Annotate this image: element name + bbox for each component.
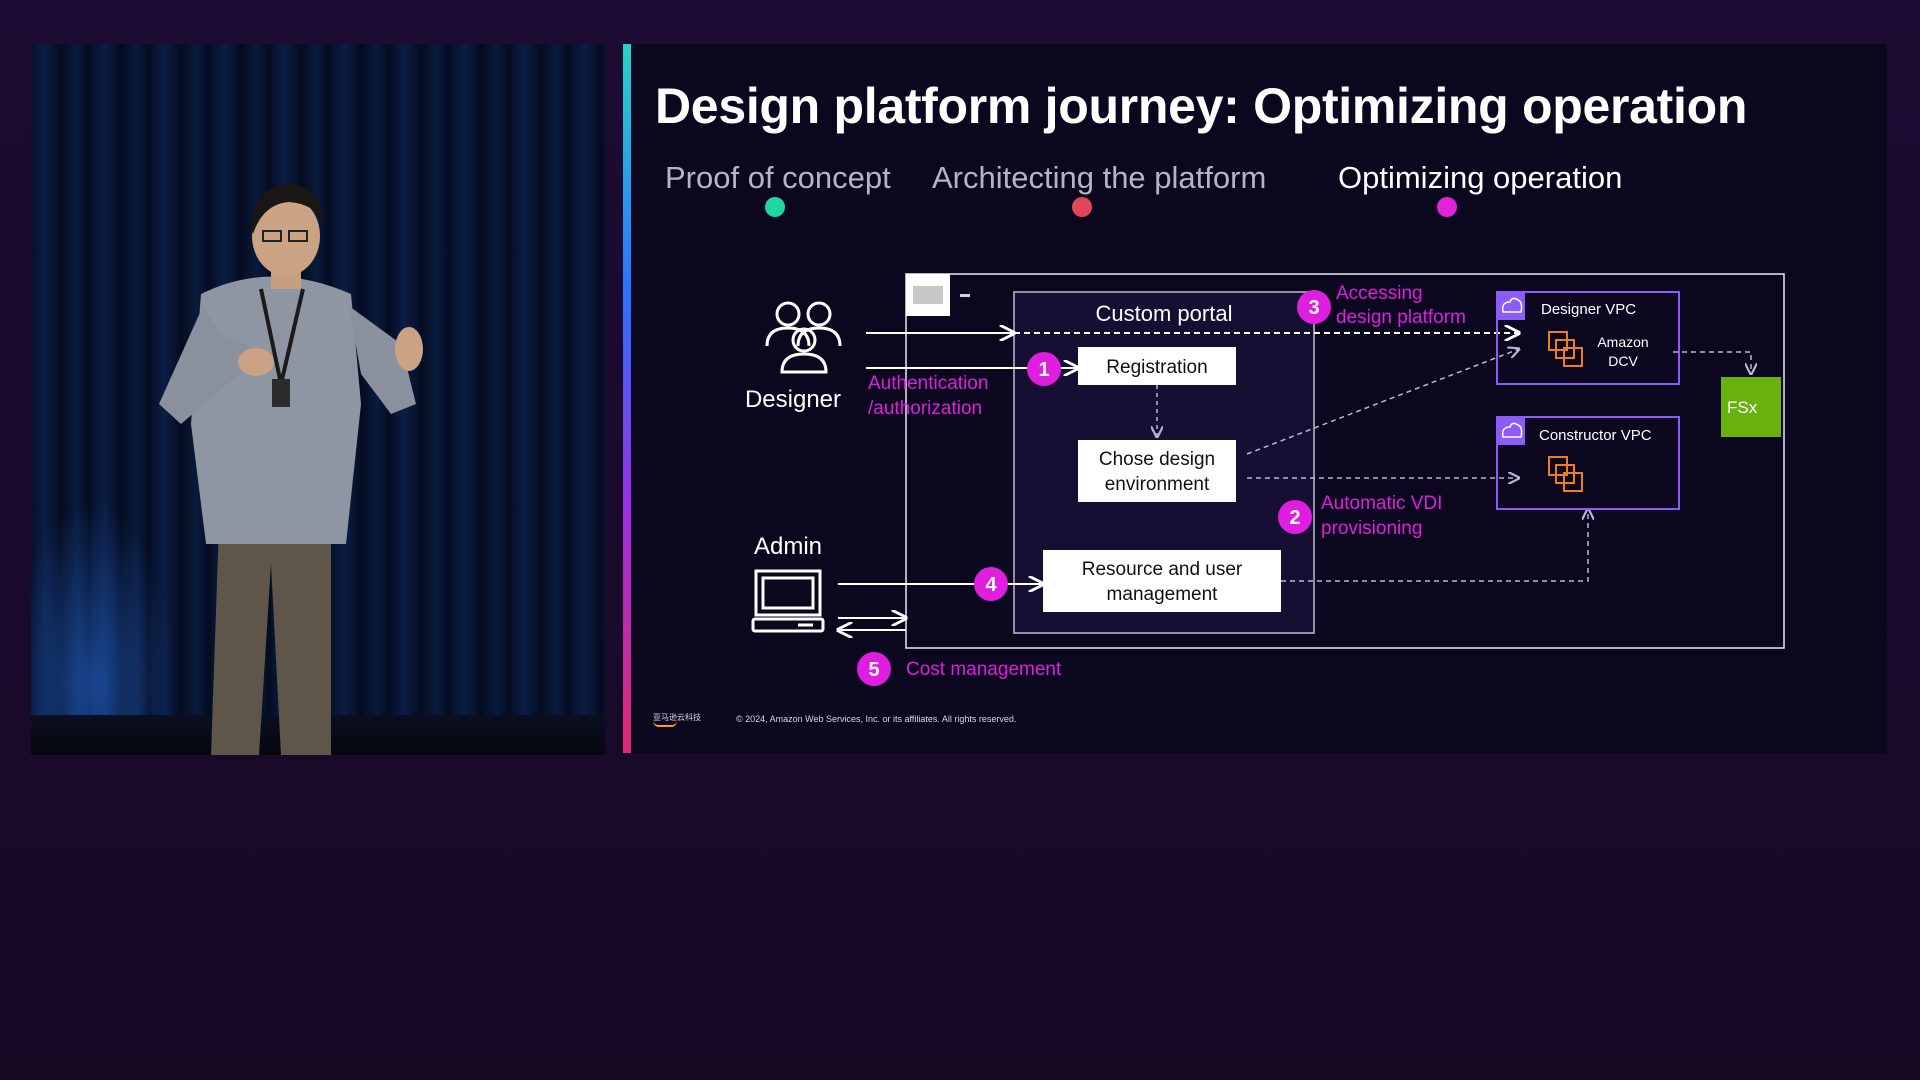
resource-line2: management xyxy=(1107,584,1219,605)
custom-portal-title: Custom portal xyxy=(1096,301,1233,326)
vdi-label-line1: Automatic VDI xyxy=(1321,493,1442,514)
ec2-instances-icon xyxy=(1548,456,1583,492)
presentation-slide: Design platform journey: Optimizing oper… xyxy=(623,44,1887,753)
step-badge-3: 3 xyxy=(1297,290,1331,324)
dcv-line1: Amazon xyxy=(1597,334,1648,350)
designer-vpc-box xyxy=(1496,291,1680,385)
constructor-vpc-label: Constructor VPC xyxy=(1539,427,1652,444)
phase-architecting-platform: Architecting the platform xyxy=(932,160,1267,195)
designer-label: Designer xyxy=(745,386,841,413)
step-badge-5: 5 xyxy=(857,652,891,686)
cloud-lock-icon xyxy=(1497,292,1525,320)
ec2-instances-icon xyxy=(1548,331,1583,367)
auth-label-line2: /authorization xyxy=(868,398,982,419)
aws-logo-icon: 亚马逊云科技 xyxy=(653,712,701,727)
registration-label: Registration xyxy=(1106,357,1207,378)
auth-label-line1: Authentication xyxy=(868,373,988,394)
step-badge-2: 2 xyxy=(1278,500,1312,534)
slide-accent-edge xyxy=(623,44,631,753)
cloud-lock-icon xyxy=(1497,417,1525,445)
cloud-boundary-box xyxy=(905,273,1785,649)
constructor-vpc-box xyxy=(1496,416,1680,510)
timeline-dot-optimizing xyxy=(1437,197,1457,217)
fsx-label: FSx xyxy=(1727,398,1758,417)
users-icon xyxy=(765,301,842,374)
step-badge-1: 1 xyxy=(1027,352,1061,386)
vdi-label-line2: provisioning xyxy=(1321,518,1422,539)
slide-title: Design platform journey: Optimizing oper… xyxy=(655,78,1748,134)
step-badge-4: 4 xyxy=(974,567,1008,601)
registration-box xyxy=(1078,347,1236,385)
svg-text:5: 5 xyxy=(868,659,879,681)
chose-design-line1: Chose design xyxy=(1099,449,1215,470)
resource-management-box xyxy=(1043,550,1281,612)
architecture-diagram: ▬ Custom portal Registration Chose desig… xyxy=(633,197,1887,686)
chose-design-box xyxy=(1078,440,1236,502)
speaker-figure xyxy=(159,184,423,755)
resource-line1: Resource and user xyxy=(1082,559,1243,580)
svg-text:3: 3 xyxy=(1308,297,1319,319)
svg-text:1: 1 xyxy=(1038,359,1049,381)
chose-design-line2: environment xyxy=(1105,474,1210,495)
fsx-icon xyxy=(1721,377,1781,437)
phase-optimizing-operation: Optimizing operation xyxy=(1338,160,1623,195)
copyright-text: © 2024, Amazon Web Services, Inc. or its… xyxy=(736,714,1017,724)
svg-text:2: 2 xyxy=(1289,507,1300,529)
speaker-video xyxy=(31,44,605,755)
dcv-line2: DCV xyxy=(1608,353,1638,369)
timeline-dot-poc xyxy=(765,197,785,217)
timeline-dot-architecting xyxy=(1072,197,1092,217)
aws-tag-mark: ▬ xyxy=(960,289,970,300)
access-label-line1: Accessing xyxy=(1336,283,1423,304)
admin-label: Admin xyxy=(754,533,822,560)
phase-proof-of-concept: Proof of concept xyxy=(665,160,891,195)
laptop-icon xyxy=(751,569,825,633)
cost-label: Cost management xyxy=(906,659,1062,680)
designer-vpc-label: Designer VPC xyxy=(1541,301,1636,318)
svg-text:4: 4 xyxy=(985,574,997,596)
access-label-line2: design platform xyxy=(1336,307,1466,328)
